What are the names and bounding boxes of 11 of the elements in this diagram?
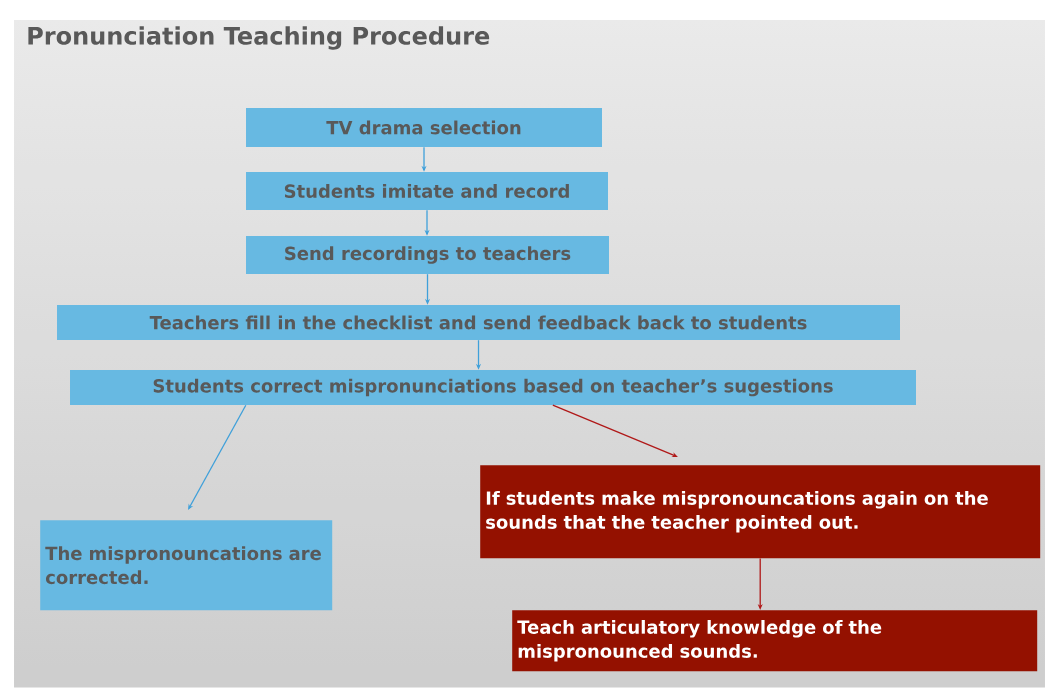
process-box: Students correct mispronunciations based on teacher’s sugestions (70, 370, 916, 405)
process-box: Teachers fill in the checklist and send feedback back to students (57, 305, 900, 340)
process-box: Send recordings to teachers (246, 236, 609, 274)
arrow (552, 404, 678, 458)
process-box: Students imitate and record (246, 172, 608, 210)
warning-box: If students make mispronouncations again on the sounds that the teacher pointed out. (480, 465, 1041, 559)
title: Pronunciation Teaching Procedure (28, 26, 490, 50)
process-box: TV drama selection (246, 108, 602, 147)
warning-box: Teach articulatory knowledge of the mispronounced sounds. (512, 610, 1038, 672)
arrow (188, 404, 247, 510)
result-box: The mispronouncations are corrected. (40, 520, 333, 611)
